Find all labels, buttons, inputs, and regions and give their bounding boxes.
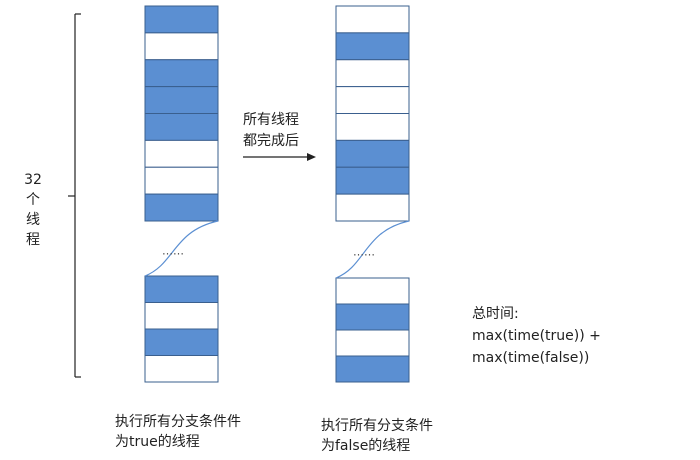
right-top-cell-2	[335, 32, 410, 61]
left-top-cell-4	[144, 86, 219, 114]
right-top-cell-1	[335, 5, 410, 34]
left-top-cell-1	[144, 5, 219, 34]
right-bottom-cell-3	[335, 329, 410, 357]
right-top-cell-6	[335, 139, 410, 168]
thread-count-char-1: 个	[26, 192, 40, 208]
left-thread-column: ……	[144, 5, 219, 383]
left-continuation-curve	[144, 220, 219, 277]
right-thread-column: ……	[335, 5, 410, 383]
left-caption-line2: 为true的线程	[115, 434, 200, 450]
left-bottom-cell-1	[144, 275, 219, 303]
thread-count-bracket	[68, 13, 81, 378]
left-top-cell-2	[144, 32, 219, 61]
right-top-cell-8	[335, 193, 410, 222]
right-continuation-curve	[335, 220, 410, 279]
total-time-line3: max(time(false))	[472, 350, 590, 366]
left-top-cell-6	[144, 139, 219, 168]
thread-count-number: 32	[24, 172, 42, 188]
thread-count-char-2: 线	[26, 212, 40, 228]
left-caption-line1: 执行所有分支条件件	[115, 414, 241, 430]
right-caption-line1: 执行所有分支条件	[321, 418, 433, 434]
thread-count-label: 32 个 线 程	[24, 170, 42, 250]
total-time-line1: 总时间:	[472, 306, 519, 322]
left-bottom-cell-4	[144, 355, 219, 383]
right-top-cell-5	[335, 113, 410, 141]
total-time-line2: max(time(true)) +	[472, 328, 601, 344]
left-top-cell-3	[144, 59, 219, 88]
right-bottom-cell-4	[335, 355, 410, 383]
left-ellipsis: ……	[162, 245, 184, 258]
right-caption-line2: 为false的线程	[321, 438, 411, 454]
left-top-cell-5	[144, 113, 219, 141]
right-top-cell-7	[335, 166, 410, 195]
right-top-cell-4	[335, 86, 410, 114]
arrow	[243, 153, 316, 161]
left-top-cell-8	[144, 193, 219, 222]
thread-count-char-3: 程	[26, 232, 40, 248]
left-bottom-cell-3	[144, 328, 219, 356]
right-top-cell-3	[335, 59, 410, 88]
left-top-cell-7	[144, 166, 219, 195]
left-bottom-cell-2	[144, 302, 219, 330]
arrow-label-line1: 所有线程	[243, 112, 299, 128]
right-bottom-cell-2	[335, 303, 410, 331]
arrow-label-line2: 都完成后	[243, 133, 299, 149]
right-bottom-cell-1	[335, 277, 410, 305]
right-ellipsis: ……	[353, 246, 375, 259]
